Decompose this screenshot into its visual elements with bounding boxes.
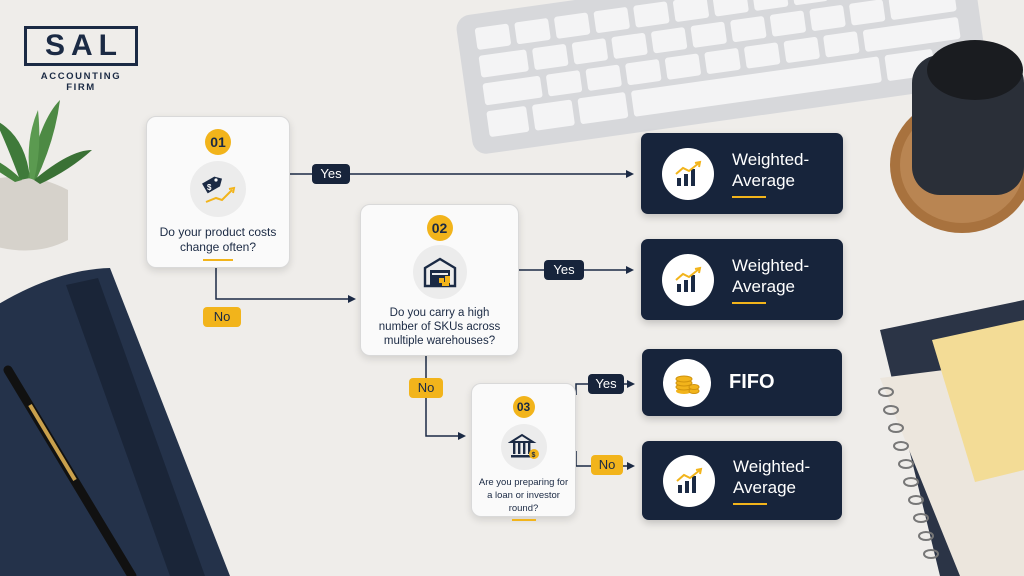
yes-label-q3: Yes (588, 374, 624, 394)
price-tag-trend-icon: $ (190, 161, 246, 217)
no-label-q1: No (203, 307, 241, 327)
outcome-underline (732, 302, 766, 304)
bank-icon: $ (500, 424, 547, 470)
yes-label-q2: Yes (544, 260, 584, 280)
outcome-underline (732, 196, 766, 198)
question-text: Are you preparing for a loan or investor… (478, 477, 569, 514)
outcome-title-line1: Weighted- (732, 256, 810, 275)
warehouse-icon (412, 245, 467, 299)
outcome-underline (733, 503, 767, 505)
outcome-title-line2: Average (732, 277, 796, 296)
question-text: Do you carry a high number of SKUs acros… (378, 307, 501, 347)
outcome-title-line2: Average (733, 478, 797, 497)
step-number-badge: 02 (426, 215, 453, 241)
question-card-3: 03 $ Are you preparing for a loan or inv… (471, 383, 576, 521)
text-underline (203, 259, 233, 261)
text-underline (511, 519, 536, 521)
outcome-title-line1: Weighted- (733, 457, 811, 476)
plant-image (0, 100, 92, 251)
logo-subtitle: ACCOUNTING FIRM (40, 71, 122, 93)
company-logo: SAL ACCOUNTING FIRM (24, 26, 138, 93)
outcome-card-3: FIFO (642, 349, 842, 416)
connector-q1-no (215, 268, 356, 303)
bar-chart-trend-icon (662, 147, 714, 200)
no-label-q3: No (591, 455, 623, 475)
question-card-2: 02 Do you carry a high number of SKUs ac… (360, 204, 519, 356)
coin-stack-icon (663, 358, 711, 407)
logo-letters: SAL (24, 26, 138, 66)
yes-label-q1: Yes (312, 164, 350, 184)
step-number-badge: 01 (205, 129, 231, 155)
question-text: Do your product costs change often? (159, 225, 277, 254)
notebook-image (0, 268, 230, 576)
keyboard-image (456, 0, 988, 154)
svg-text:$: $ (531, 452, 535, 459)
outcome-title-line2: Average (732, 171, 796, 190)
outcome-title-line1: Weighted- (732, 150, 810, 169)
spiral-notebook-image (878, 300, 1024, 576)
outcome-card-2: Weighted- Average (641, 239, 843, 320)
svg-text:$: $ (207, 183, 212, 192)
coffee-mug-image (890, 40, 1024, 233)
no-label-q2: No (409, 378, 443, 398)
outcome-title-line1: FIFO (729, 371, 775, 393)
bar-chart-trend-icon (662, 253, 714, 306)
bar-chart-trend-icon (663, 454, 715, 507)
outcome-card-4: Weighted- Average (642, 441, 842, 520)
step-number-badge: 03 (512, 396, 535, 418)
question-card-1: 01 $ Do your product costs change often? (146, 116, 290, 268)
outcome-card-1: Weighted- Average (641, 133, 843, 214)
